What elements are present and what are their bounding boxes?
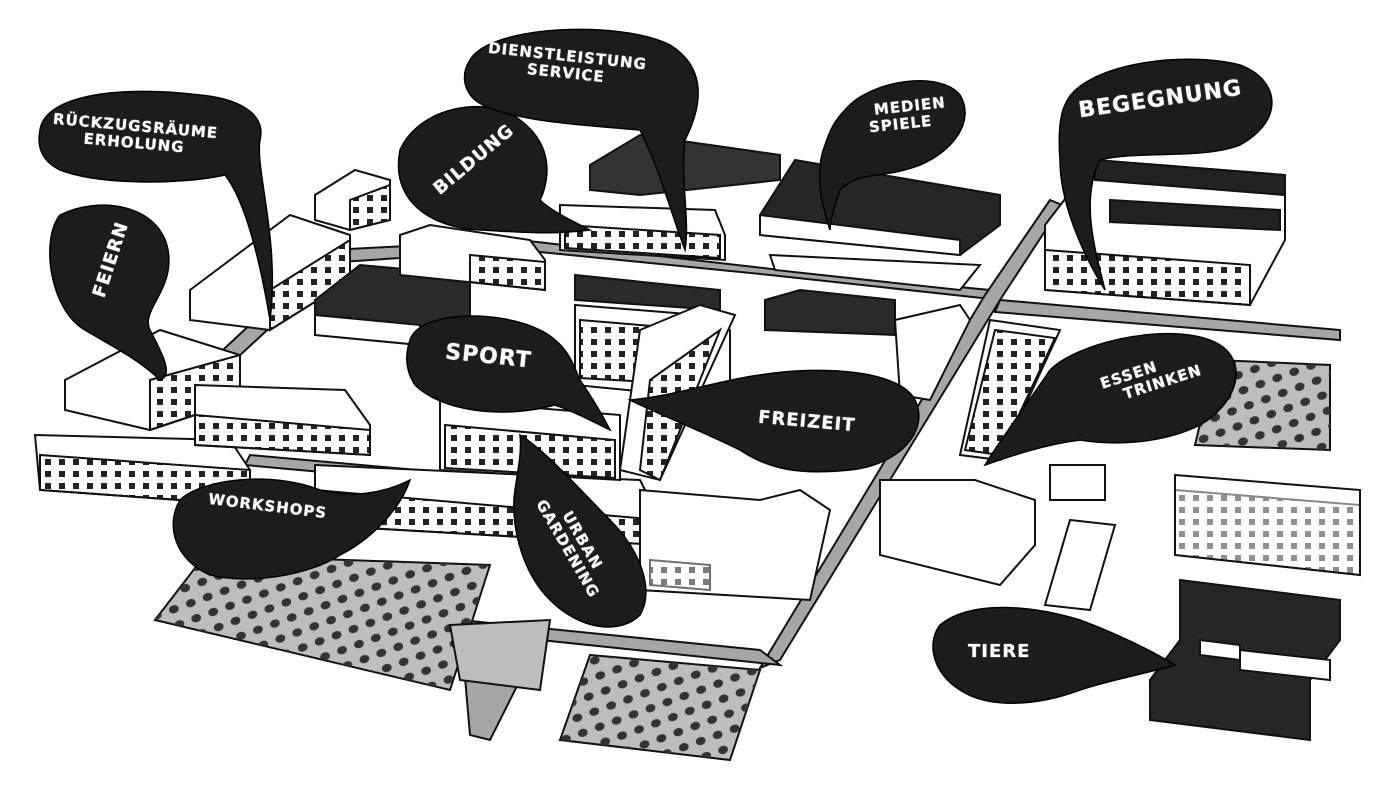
road-east	[993, 298, 1341, 342]
field-connector	[448, 618, 552, 692]
building-shed	[879, 479, 1036, 587]
bubble-feiern	[49, 204, 170, 381]
bubble-medien	[818, 80, 966, 231]
building-small-1	[1049, 464, 1106, 501]
bubble-freizeit	[627, 369, 920, 473]
bubble-sport	[405, 315, 612, 432]
building-top-dark	[589, 133, 781, 197]
bubble-essen	[983, 333, 1237, 467]
building-right-long	[893, 303, 972, 402]
bubble-urban	[513, 433, 647, 628]
label-tiere: TIERE	[968, 642, 1030, 662]
bubble-workshops	[172, 478, 412, 580]
building-right-middle	[764, 288, 896, 337]
label-line: TIERE	[968, 641, 1031, 662]
media-plaza	[768, 253, 983, 292]
speech-bubbles	[38, 28, 1273, 704]
bubble-dienst	[463, 28, 699, 253]
bubble-tiere	[932, 606, 1177, 704]
fields	[153, 358, 1331, 762]
bubble-rueckzug	[38, 90, 274, 321]
building-small-2	[1043, 518, 1117, 612]
bubble-begegnung	[1058, 58, 1273, 291]
